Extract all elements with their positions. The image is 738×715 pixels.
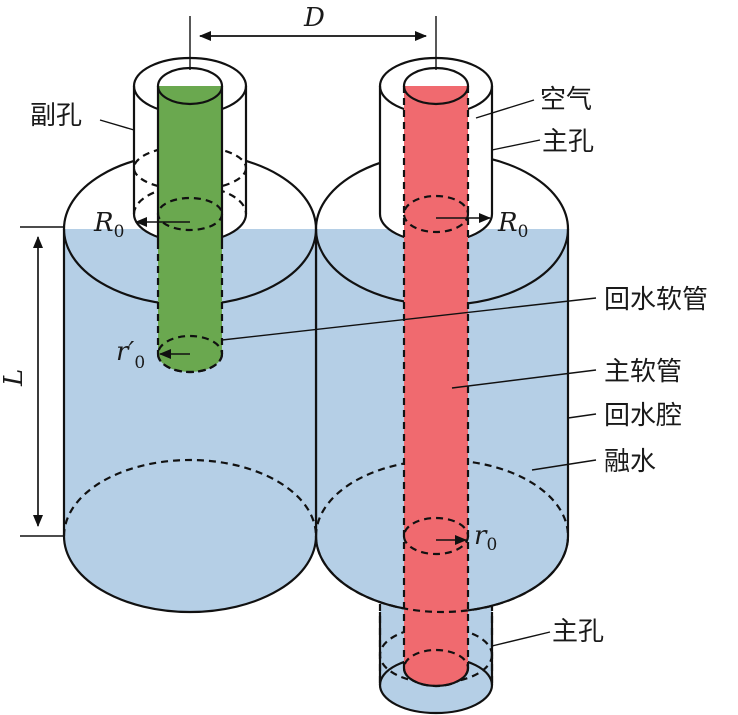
return-hose-label: 回水软管: [604, 285, 708, 315]
length-dimension: L: [0, 226, 64, 537]
length-label: L: [0, 369, 29, 387]
main-hose-body: [404, 86, 468, 686]
air-label: 空气: [540, 85, 592, 115]
left-water-chamber: [62, 151, 318, 614]
aux-hole-label: 副孔: [30, 101, 82, 131]
left-chamber-body: [64, 229, 316, 612]
main-hose: [314, 66, 570, 688]
distance-dimension: D: [189, 3, 437, 70]
return-hose: [156, 66, 224, 374]
hose-radius-main-label: r0: [474, 521, 497, 555]
meltwater-label: 融水: [604, 447, 656, 477]
main-hole-bottom-label: 主孔: [552, 617, 604, 647]
distance-label: D: [303, 3, 325, 33]
radius-right-label: R0: [497, 208, 528, 242]
return-chamber-label: 回水腔: [604, 401, 682, 431]
main-hose-label: 主软管: [604, 357, 682, 387]
radius-left-label: R0: [93, 208, 124, 242]
main-hole-top-label: 主孔: [542, 127, 594, 157]
leader-lines: [99, 99, 597, 647]
hose-radius-return-label: r′0: [116, 337, 145, 373]
